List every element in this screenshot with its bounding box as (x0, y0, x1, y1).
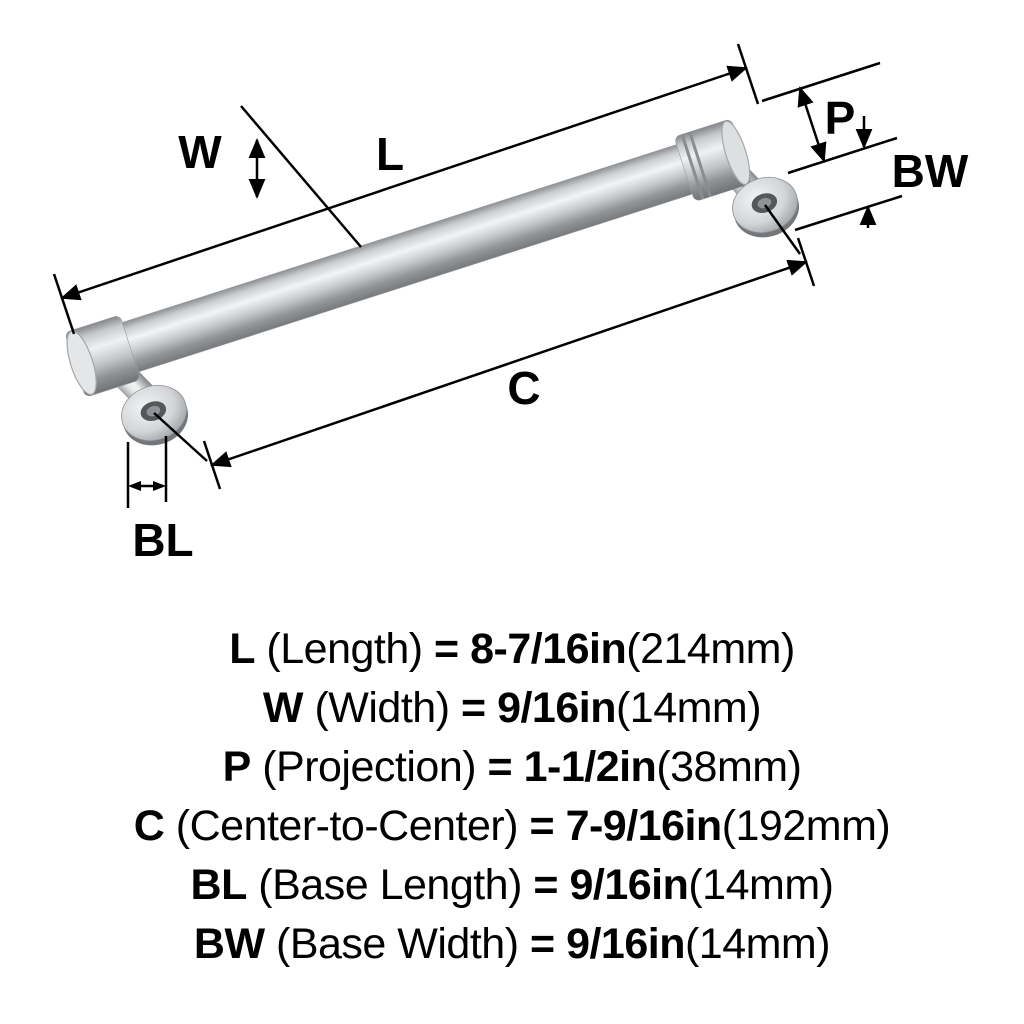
base-width-extension-bottom (794, 194, 903, 232)
legend-term: BW (193, 920, 265, 968)
legend-value: 8-7/16in (470, 625, 627, 673)
legend-row-center-to-center: C (Center-to-Center) = 7-9/16in(192mm) (0, 797, 1024, 856)
legend-metric: (14mm) (688, 861, 834, 909)
center-tick-right (796, 237, 816, 287)
pull-handle (65, 119, 800, 446)
legend-equals: = (533, 861, 558, 909)
legend-term: C (133, 802, 165, 850)
center-leader-right (763, 204, 802, 255)
left-end-face (66, 330, 97, 396)
legend-value: 1-1/2in (523, 743, 657, 791)
legend-term: W (262, 684, 304, 732)
legend-equals: = (434, 625, 459, 673)
label-center-to-center: C (507, 362, 540, 414)
legend-term-name: (Width) (314, 684, 450, 732)
measurement-legend: L (Length) = 8-7/16in(214mm) W (Width) =… (0, 620, 1024, 974)
legend-term: P (222, 743, 252, 791)
handle-diagram-svg: L W P BW C BL (52, 43, 969, 566)
legend-row-length: L (Length) = 8-7/16in(214mm) (0, 620, 1024, 679)
legend-term-name: (Length) (266, 625, 423, 673)
label-projection: P (825, 92, 856, 144)
width-extension-line (240, 105, 362, 248)
projection-extension-top (761, 61, 881, 103)
length-tick-left (52, 273, 76, 335)
legend-term-name: (Center-to-Center) (175, 802, 519, 850)
dimension-lines (52, 43, 903, 508)
center-dimension-line (210, 259, 808, 468)
label-width: W (178, 126, 222, 178)
legend-metric: (38mm) (656, 743, 802, 791)
legend-term-name: (Base Width) (276, 920, 519, 968)
dimension-labels: L W P BW C BL (132, 92, 969, 566)
legend-term: BL (190, 861, 248, 909)
legend-equals: = (529, 920, 555, 968)
legend-value: 9/16in (566, 920, 685, 968)
legend-metric: (14mm) (684, 920, 831, 968)
base-length-arrowhead-left (128, 481, 141, 491)
length-tick-right (736, 43, 760, 105)
legend-term: L (229, 625, 255, 673)
legend-term-name: (Base Length) (258, 861, 522, 909)
legend-term-name: (Projection) (262, 743, 477, 791)
label-length: L (376, 128, 404, 180)
base-width-extension-top (787, 136, 898, 175)
legend-metric: (192mm) (721, 802, 891, 850)
length-dimension-line (60, 65, 748, 301)
legend-value: 9/16in (569, 861, 689, 909)
center-leader-left (153, 412, 208, 462)
legend-equals: = (487, 743, 513, 791)
legend-metric: (214mm) (626, 625, 795, 673)
projection-dimension-arrow (797, 86, 827, 163)
legend-row-base-width: BW (Base Width) = 9/16in(14mm) (0, 915, 1024, 974)
legend-value: 9/16in (497, 684, 616, 732)
handle-bar (65, 119, 751, 397)
base-length-arrowhead-right (153, 481, 166, 491)
label-base-width: BW (892, 145, 969, 197)
center-tick-left (202, 440, 222, 490)
legend-row-width: W (Width) = 9/16in(14mm) (0, 679, 1024, 738)
legend-row-base-length: BL (Base Length) = 9/16in(14mm) (0, 856, 1024, 915)
legend-equals: = (460, 684, 486, 732)
legend-value: 7-9/16in (565, 802, 723, 850)
label-base-length: BL (132, 514, 193, 566)
legend-equals: = (529, 802, 555, 850)
legend-row-projection: P (Projection) = 1-1/2in(38mm) (0, 738, 1024, 797)
legend-metric: (14mm) (615, 684, 762, 732)
dimension-diagram: L W P BW C BL (52, 43, 969, 566)
